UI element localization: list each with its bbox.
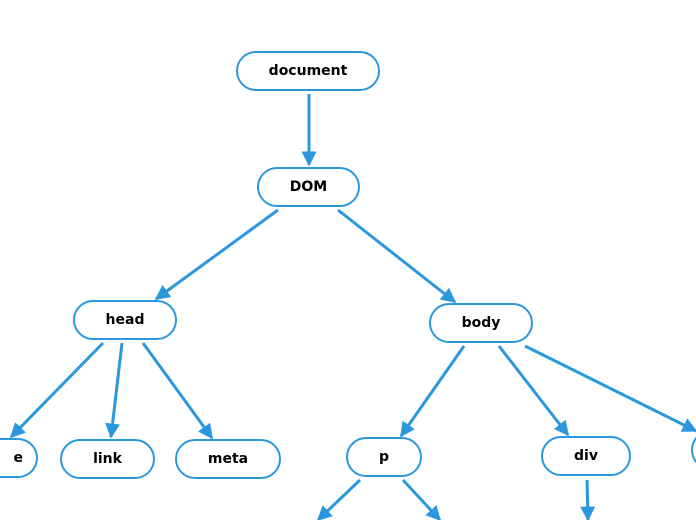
edge-dom-body [337, 208, 457, 304]
node-body: body [429, 303, 533, 343]
edge-head-title [9, 341, 105, 439]
node-dom: DOM [257, 167, 360, 207]
edge-head-link [105, 342, 124, 439]
node-title: e [0, 438, 38, 478]
edge-body-div [497, 345, 570, 437]
node-head: head [73, 300, 177, 340]
edge-div-child [580, 479, 596, 520]
node-link: link [60, 439, 155, 479]
node-p: p [346, 437, 422, 477]
edge-body-extra [524, 344, 696, 433]
edge-head-meta [141, 342, 214, 440]
edge-body-p [399, 345, 466, 438]
edge-dom-head [154, 208, 279, 301]
node-div: div [541, 436, 631, 476]
edge-p-child-left [316, 478, 362, 520]
edge-p-child-right [401, 478, 442, 520]
node-meta: meta [175, 439, 281, 479]
node-document: document [236, 51, 380, 91]
